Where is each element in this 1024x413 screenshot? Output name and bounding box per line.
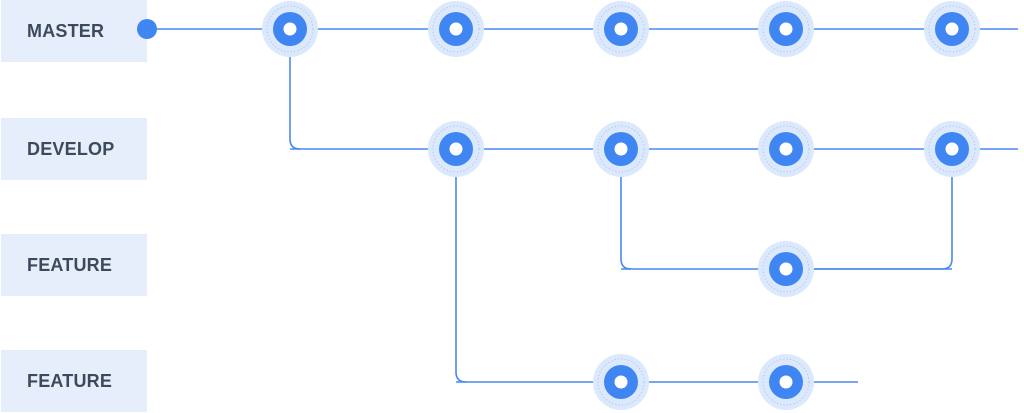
commit-node (262, 1, 318, 57)
branch-lines (147, 28, 1018, 383)
commit-node (593, 1, 649, 57)
master-start-dot (137, 19, 157, 39)
commit-node (428, 1, 484, 57)
branch-label-master: MASTER (1, 0, 147, 62)
branch-label-feature: FEATURE (1, 234, 147, 296)
commit-node (593, 354, 649, 410)
branch-label-feature: FEATURE (1, 350, 147, 412)
branch-link-feature1-to-develop (786, 149, 953, 270)
commit-node (593, 121, 649, 177)
commit-node (758, 354, 814, 410)
branch-link-develop-to-feature1 (620, 149, 632, 270)
commit-node (428, 121, 484, 177)
commit-node (924, 121, 980, 177)
branch-label-develop: DEVELOP (1, 118, 147, 180)
branch-link-develop-to-feature2 (455, 149, 467, 383)
commit-nodes (137, 1, 980, 410)
commit-node (758, 241, 814, 297)
branch-link-master-to-develop (289, 29, 301, 150)
commit-node (924, 1, 980, 57)
commit-node (758, 121, 814, 177)
commit-node (758, 1, 814, 57)
